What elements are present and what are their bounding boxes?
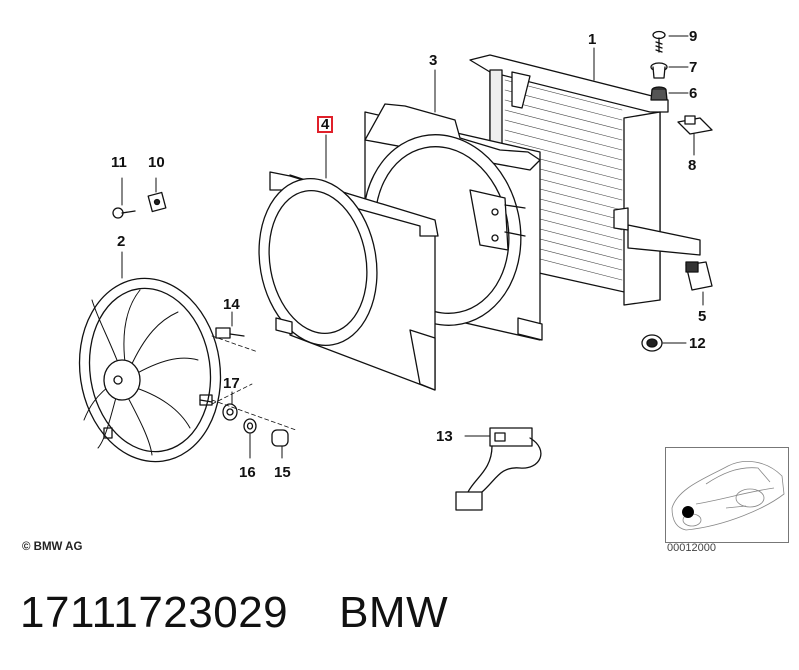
bolt-part-14 bbox=[215, 327, 245, 339]
callout-9: 9 bbox=[689, 28, 698, 45]
copyright-label: © BMW AG bbox=[22, 541, 83, 553]
callout-12: 12 bbox=[689, 335, 706, 352]
screw-part-9 bbox=[652, 30, 666, 53]
callout-8: 8 bbox=[688, 157, 697, 174]
leader-lines bbox=[121, 35, 704, 459]
reference-code: 00012000 bbox=[667, 542, 716, 554]
part-number-footer: 17111723029 BMW bbox=[20, 588, 448, 638]
bracket-part-5 bbox=[685, 261, 713, 291]
callout-6: 6 bbox=[689, 85, 698, 102]
callout-14: 14 bbox=[223, 296, 240, 313]
rubber-mount-part-6 bbox=[650, 86, 668, 101]
callout-4-highlighted[interactable]: 4 bbox=[317, 116, 334, 133]
callout-1: 1 bbox=[588, 31, 597, 48]
part-number: 17111723029 bbox=[20, 588, 289, 637]
callout-16: 16 bbox=[239, 464, 256, 481]
callout-13: 13 bbox=[436, 428, 453, 445]
resistor-harness-part-13 bbox=[455, 427, 542, 511]
location-dot-icon bbox=[682, 506, 694, 518]
callout-5: 5 bbox=[698, 308, 707, 325]
callout-7: 7 bbox=[689, 59, 698, 76]
bushing-part-17 bbox=[222, 403, 238, 421]
callout-10: 10 bbox=[148, 154, 165, 171]
screw-part-11 bbox=[112, 207, 136, 219]
grommet-part-12 bbox=[641, 334, 663, 352]
car-location-thumbnail bbox=[665, 447, 789, 543]
spacer-part-15 bbox=[271, 429, 289, 447]
brand-name: BMW bbox=[339, 588, 449, 637]
callout-2: 2 bbox=[117, 233, 126, 250]
alignment-dashed-lines bbox=[211, 335, 297, 431]
electric-fan-part-2 bbox=[78, 277, 222, 463]
fan-shroud-part-4 bbox=[258, 171, 439, 391]
callout-15: 15 bbox=[274, 464, 291, 481]
callout-17: 17 bbox=[223, 375, 240, 392]
grommet-part-7 bbox=[650, 62, 668, 79]
washer-part-16 bbox=[243, 418, 257, 434]
clip-part-8 bbox=[677, 115, 713, 135]
callout-3: 3 bbox=[429, 52, 438, 69]
clip-nut-part-10 bbox=[147, 191, 167, 213]
callout-11: 11 bbox=[111, 154, 127, 171]
